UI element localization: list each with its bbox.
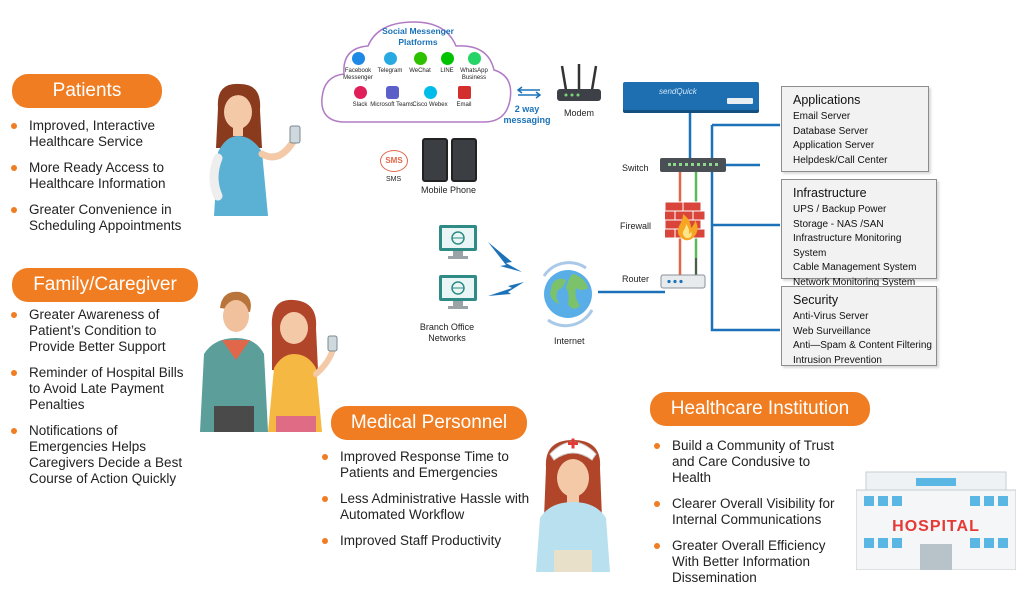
list-item: Notifications of Emergencies Helps Careg… — [9, 423, 194, 487]
patients-list: Improved, Interactive Healthcare Service… — [9, 118, 201, 244]
app-label: Telegram — [377, 68, 403, 74]
appliance-brand: sendQuick — [659, 87, 697, 96]
firewall-label: Firewall — [620, 221, 652, 231]
family-illustration — [200, 291, 338, 432]
app-cisco-webex: Cisco Webex — [408, 86, 452, 109]
list-item: Storage - NAS /SAN — [793, 218, 884, 230]
app-label: Slack — [352, 102, 368, 108]
app-label: Microsoft Teams — [370, 102, 414, 108]
patients-pill: Patients — [12, 74, 162, 108]
list-item: UPS / Backup Power — [793, 204, 887, 215]
list-item: Reminder of Hospital Bills to Avoid Late… — [9, 365, 194, 413]
mobile-phone-icon — [422, 138, 448, 182]
list-item: Greater Convenience in Scheduling Appoin… — [9, 202, 201, 234]
internet-label: Internet — [554, 336, 585, 346]
list-item: Intrusion Prevention — [793, 354, 882, 366]
line-icon — [440, 52, 454, 65]
slack-icon — [353, 86, 367, 99]
messenger-icon — [351, 52, 365, 65]
list-item: Application Server — [793, 140, 875, 151]
list-item: Build a Community of Trust and Care Cond… — [652, 438, 848, 486]
mobile-phone-icon — [451, 138, 477, 182]
patient-illustration — [209, 83, 301, 216]
app-label: WeChat — [409, 68, 431, 74]
list-item: Improved Staff Productivity — [320, 533, 532, 549]
modem-icon — [557, 64, 601, 101]
telegram-icon — [383, 52, 397, 65]
list-item: Improved, Interactive Healthcare Service — [9, 118, 201, 150]
branch-monitor-icon — [439, 225, 477, 259]
modem-label: Modem — [564, 108, 595, 118]
teams-icon — [385, 86, 399, 99]
app-line: LINE — [425, 52, 469, 75]
applications-title: Applications — [793, 93, 861, 107]
list-item: Web Surveillance — [793, 325, 871, 337]
router-label: Router — [622, 274, 650, 284]
wechat-icon — [413, 52, 427, 65]
app-label: LINE — [440, 68, 454, 74]
institution-list: Build a Community of Trust and Care Cond… — [652, 438, 848, 596]
firewall-icon — [665, 201, 705, 241]
app-label: Facebook Messenger — [343, 68, 373, 81]
medical-pill: Medical Personnel — [331, 406, 527, 440]
list-item: Helpdesk/Call Center — [793, 154, 888, 166]
app-email: Email — [442, 86, 486, 109]
app-label: Email — [456, 102, 472, 108]
list-item: Less Administrative Hassle with Automate… — [320, 491, 532, 523]
list-item: Greater Awareness of Patient’s Condition… — [9, 307, 194, 355]
app-label: WhatsApp Business — [460, 68, 488, 81]
app-whatsapp-business: WhatsApp Business — [452, 52, 496, 82]
app-microsoft-teams: Microsoft Teams — [370, 86, 414, 109]
cloud-title: Social Messenger Platforms — [382, 26, 454, 47]
list-item: Anti—Spam & Content Filtering — [793, 340, 932, 351]
security-title: Security — [793, 293, 839, 307]
two-way-messaging-label: 2 way messaging — [503, 104, 551, 125]
email-icon — [457, 86, 471, 99]
nurse-illustration — [536, 438, 610, 572]
medical-list: Improved Response Time to Patients and E… — [320, 449, 532, 559]
list-item: Cable Management System — [793, 262, 917, 273]
list-item: More Ready Access to Healthcare Informat… — [9, 160, 201, 192]
list-item: Anti-Virus Server — [793, 311, 869, 322]
list-item: Improved Response Time to Patients and E… — [320, 449, 532, 481]
infrastructure-title: Infrastructure — [793, 186, 867, 200]
switch-label: Switch — [622, 163, 649, 173]
app-wechat: WeChat — [398, 52, 442, 75]
list-item: Clearer Overall Visibility for Internal … — [652, 496, 848, 528]
list-item: Infrastructure Monitoring System — [793, 233, 902, 259]
sms-label: SMS — [386, 176, 402, 183]
list-item: Greater Overall Efficiency With Better I… — [652, 538, 848, 586]
app-facebook-messenger: Facebook Messenger — [336, 52, 380, 82]
mobile-phone-label: Mobile Phone — [421, 185, 477, 195]
app-slack: Slack — [338, 86, 382, 109]
infrastructure-box: Infrastructure UPS / Backup Power Storag… — [781, 179, 937, 288]
hospital-sign: HOSPITAL — [892, 518, 980, 535]
branch-office-label: Branch Office Networks — [419, 322, 475, 343]
app-label: Cisco Webex — [412, 102, 448, 108]
branch-monitor-icon — [439, 275, 477, 309]
webex-icon — [423, 86, 437, 99]
app-telegram: Telegram — [368, 52, 412, 75]
family-list: Greater Awareness of Patient’s Condition… — [9, 307, 194, 497]
internet-globe-icon — [542, 261, 594, 328]
list-item: Network Monitoring System — [793, 276, 916, 288]
applications-box: Applications Email Server Database Serve… — [781, 86, 929, 172]
family-pill: Family/Caregiver — [12, 268, 198, 302]
sms-bubble-icon: SMS — [380, 150, 408, 172]
sendquick-appliance: sendQuick — [623, 82, 759, 110]
switch-icon — [660, 158, 726, 172]
hospital-illustration: HOSPITAL — [856, 466, 1016, 570]
list-item: Database Server — [793, 125, 869, 137]
router-icon — [660, 258, 706, 289]
whatsapp-icon — [467, 52, 481, 65]
institution-pill: Healthcare Institution — [650, 392, 870, 426]
security-box: Security Anti-Virus Server Web Surveilla… — [781, 286, 937, 366]
list-item: Email Server — [793, 111, 851, 122]
